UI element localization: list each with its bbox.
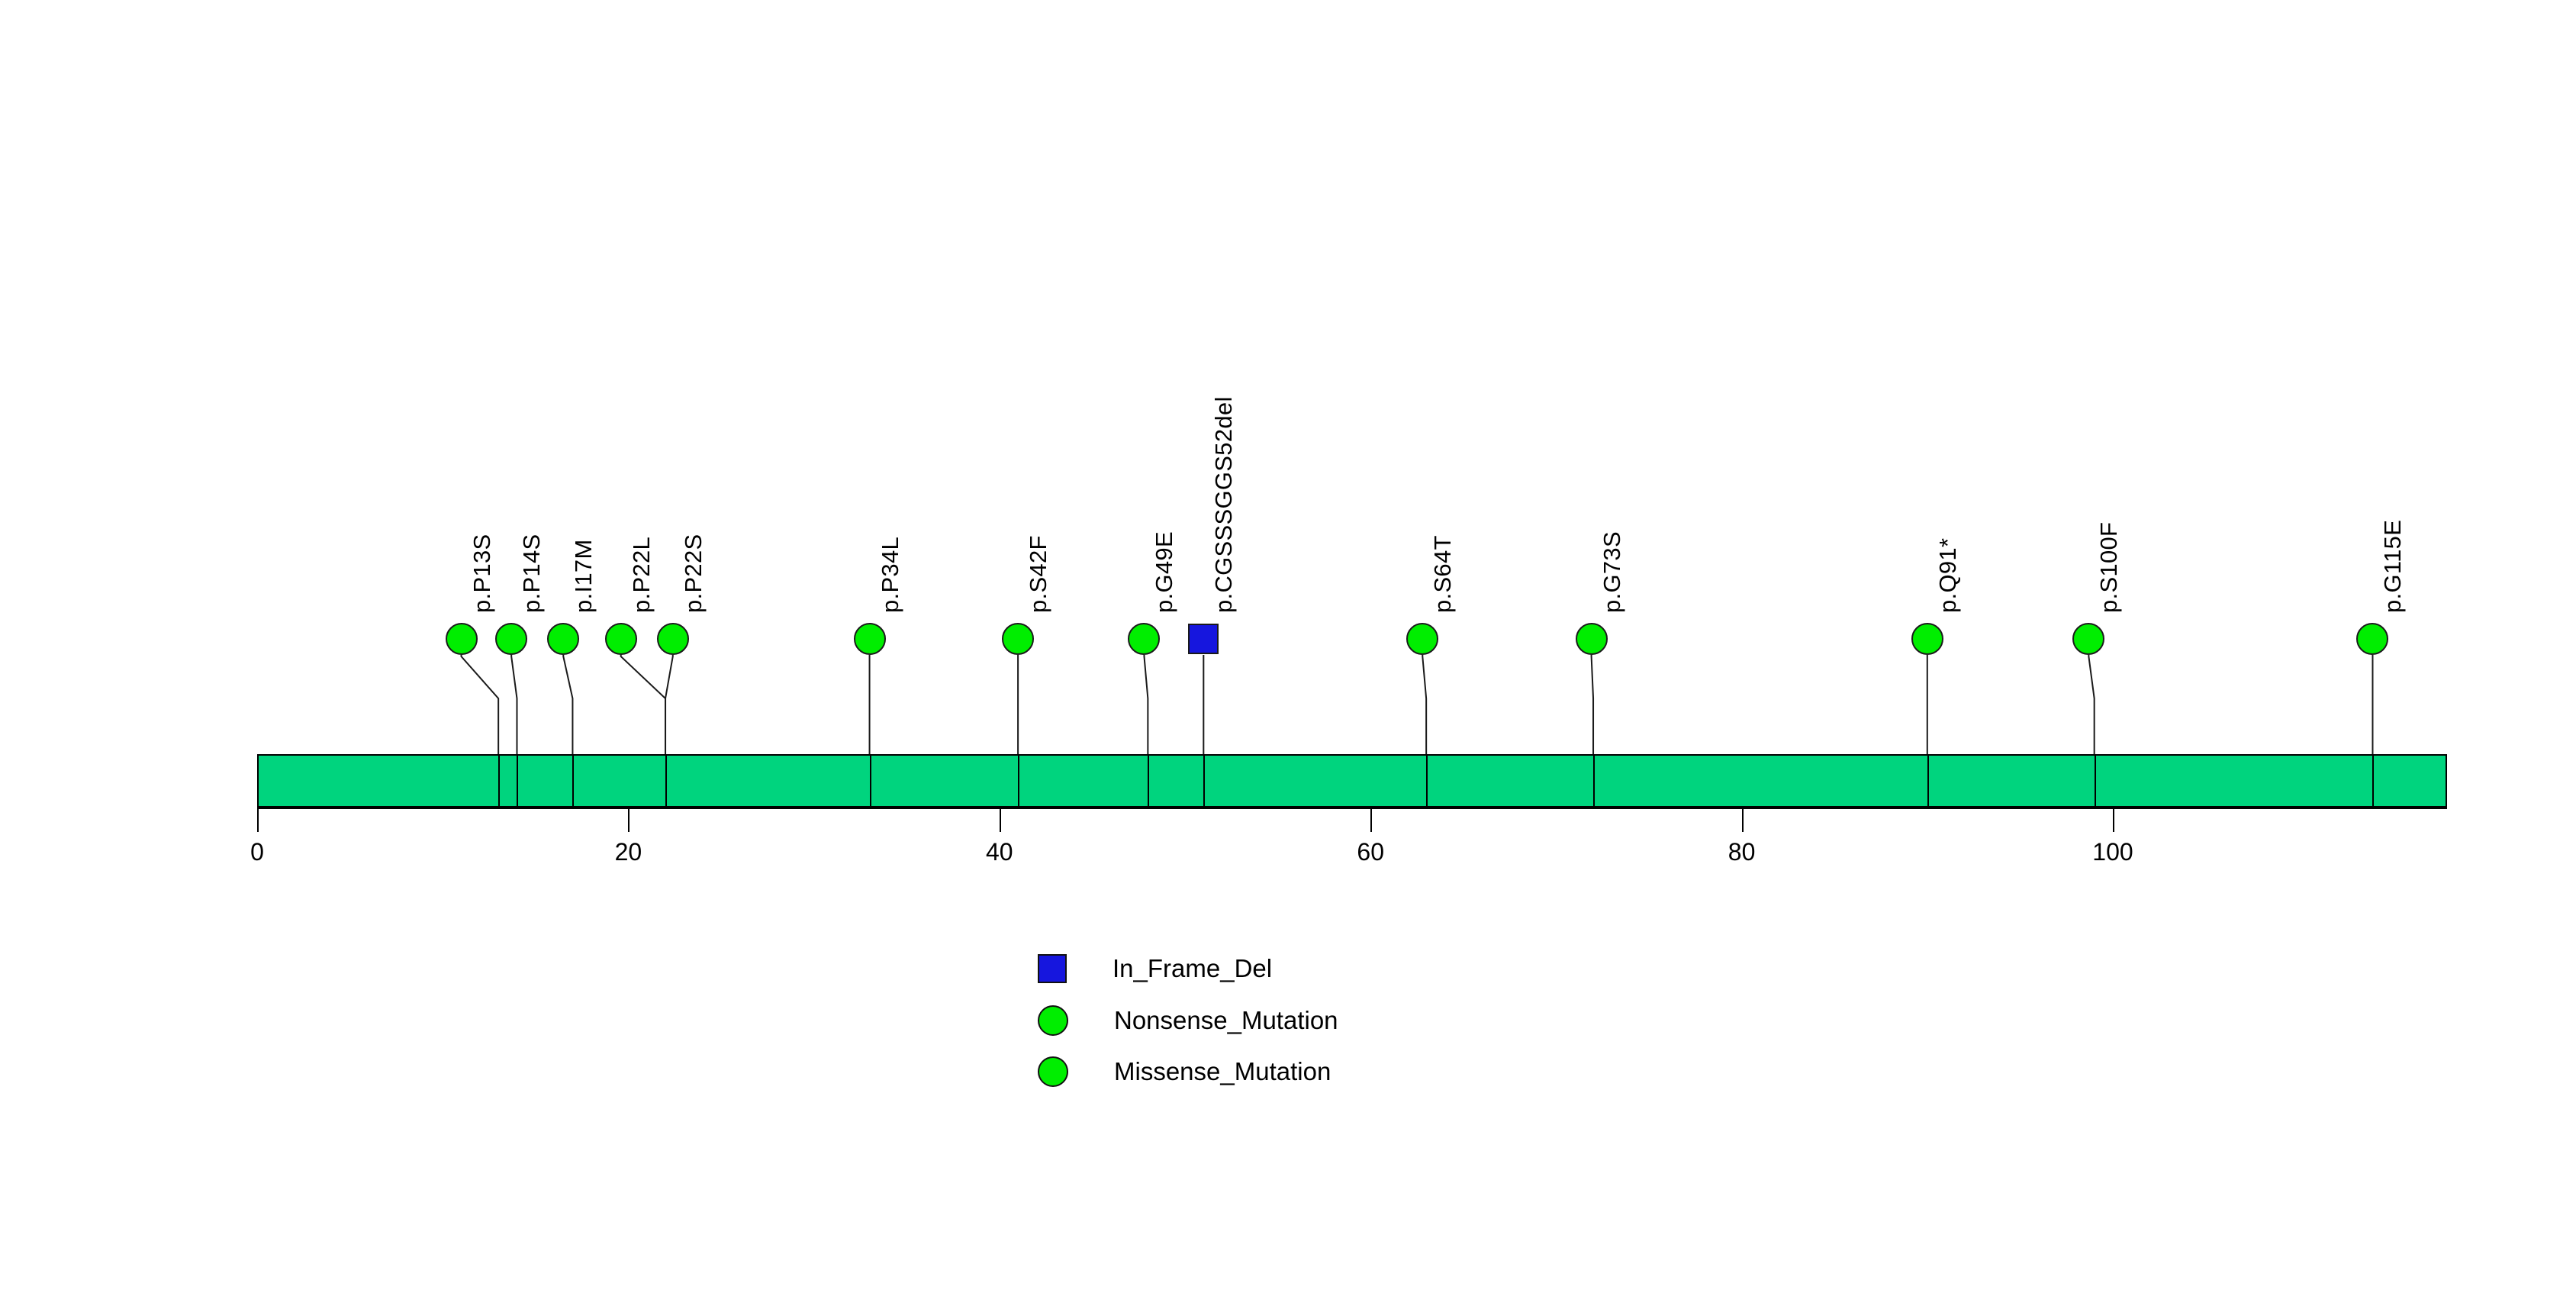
x-axis-tick-label: 100: [2092, 838, 2133, 866]
legend-label: In_Frame_Del: [1113, 954, 1273, 982]
domain-divider: [498, 756, 501, 806]
domain-divider: [1018, 756, 1020, 806]
lollipop-head-circle[interactable]: [656, 623, 689, 655]
lollipop-stem: [562, 655, 574, 808]
lollipop-stem: [1590, 655, 1595, 808]
lollipop-label: p.P34L: [876, 536, 903, 613]
legend-circle-icon: [1038, 1056, 1068, 1087]
legend-label: Missense_Mutation: [1114, 1057, 1331, 1085]
legend-item[interactable]: In_Frame_Del: [1038, 954, 1272, 983]
domain-divider: [1927, 756, 1929, 806]
legend-circle-icon: [1038, 1005, 1068, 1036]
lollipop-stem: [1422, 655, 1428, 808]
lollipop-label: p.S42F: [1025, 535, 1052, 613]
domain-divider: [1148, 756, 1150, 806]
lollipop-head-square[interactable]: [1188, 624, 1219, 654]
domain-divider: [1593, 756, 1596, 806]
lollipop-head-circle[interactable]: [2072, 623, 2105, 655]
domain-divider: [2372, 756, 2375, 806]
lollipop-label: p.S100F: [2095, 521, 2123, 613]
domain-divider: [869, 756, 871, 806]
domain-divider: [1426, 756, 1428, 806]
domain-divider: [572, 756, 575, 806]
lollipop-head-circle[interactable]: [1128, 623, 1161, 655]
legend-square-icon: [1038, 954, 1067, 983]
lollipop-head-circle[interactable]: [853, 623, 886, 655]
lollipop-head-circle[interactable]: [547, 623, 580, 655]
x-axis-tick: [628, 808, 630, 832]
lollipop-label: p.G73S: [1598, 531, 1625, 613]
lollipop-head-circle[interactable]: [604, 623, 637, 655]
lollipop-label: p.I17M: [570, 539, 597, 613]
protein-domain-track: [257, 754, 2447, 808]
x-axis-tick: [2113, 808, 2114, 832]
lollipop-label: p.P13S: [468, 534, 495, 614]
lollipop-stem: [2088, 655, 2095, 808]
x-axis-line: [257, 808, 2447, 809]
x-axis-tick-label: 60: [1357, 838, 1384, 866]
x-axis-tick: [1741, 808, 1744, 832]
x-axis-tick-label: 40: [986, 838, 1013, 866]
lollipop-label: p.P14S: [518, 534, 546, 614]
x-axis-tick: [1370, 808, 1373, 832]
legend-item[interactable]: Missense_Mutation: [1038, 1056, 1331, 1087]
domain-divider: [665, 756, 668, 806]
x-axis-tick-label: 0: [250, 838, 264, 866]
domain-divider: [1203, 756, 1206, 806]
lollipop-label: p.P22S: [679, 534, 707, 614]
lollipop-head-circle[interactable]: [1575, 623, 1608, 655]
domain-divider: [517, 756, 519, 806]
x-axis-tick: [999, 808, 1001, 832]
legend-label: Nonsense_Mutation: [1114, 1006, 1338, 1034]
lollipop-label: p.CGSSSGGS52del: [1210, 396, 1238, 613]
lollipop-head-circle[interactable]: [2356, 623, 2389, 655]
domain-divider: [2094, 756, 2096, 806]
lollipop-label: p.S64T: [1429, 535, 1457, 613]
lollipop-head-circle[interactable]: [1406, 623, 1439, 655]
x-axis-tick-label: 20: [614, 838, 642, 866]
lollipop-label: p.G49E: [1151, 531, 1178, 613]
lollipop-label: p.G115E: [2379, 519, 2407, 613]
x-axis-tick: [257, 808, 259, 832]
lollipop-head-circle[interactable]: [445, 623, 478, 655]
lollipop-head-circle[interactable]: [495, 623, 528, 655]
lollipop-stem: [1143, 655, 1149, 808]
lollipop-label: p.P22L: [627, 536, 655, 613]
lollipop-stem: [510, 655, 518, 808]
x-axis-tick-label: 80: [1728, 838, 1756, 866]
lollipop-label: p.Q91*: [1934, 537, 1961, 613]
lollipop-head-circle[interactable]: [1002, 623, 1035, 655]
lollipop-stem: [665, 655, 674, 808]
legend-item[interactable]: Nonsense_Mutation: [1038, 1005, 1338, 1036]
lollipop-head-circle[interactable]: [1911, 623, 1943, 655]
lollipop-stem: [460, 655, 500, 808]
